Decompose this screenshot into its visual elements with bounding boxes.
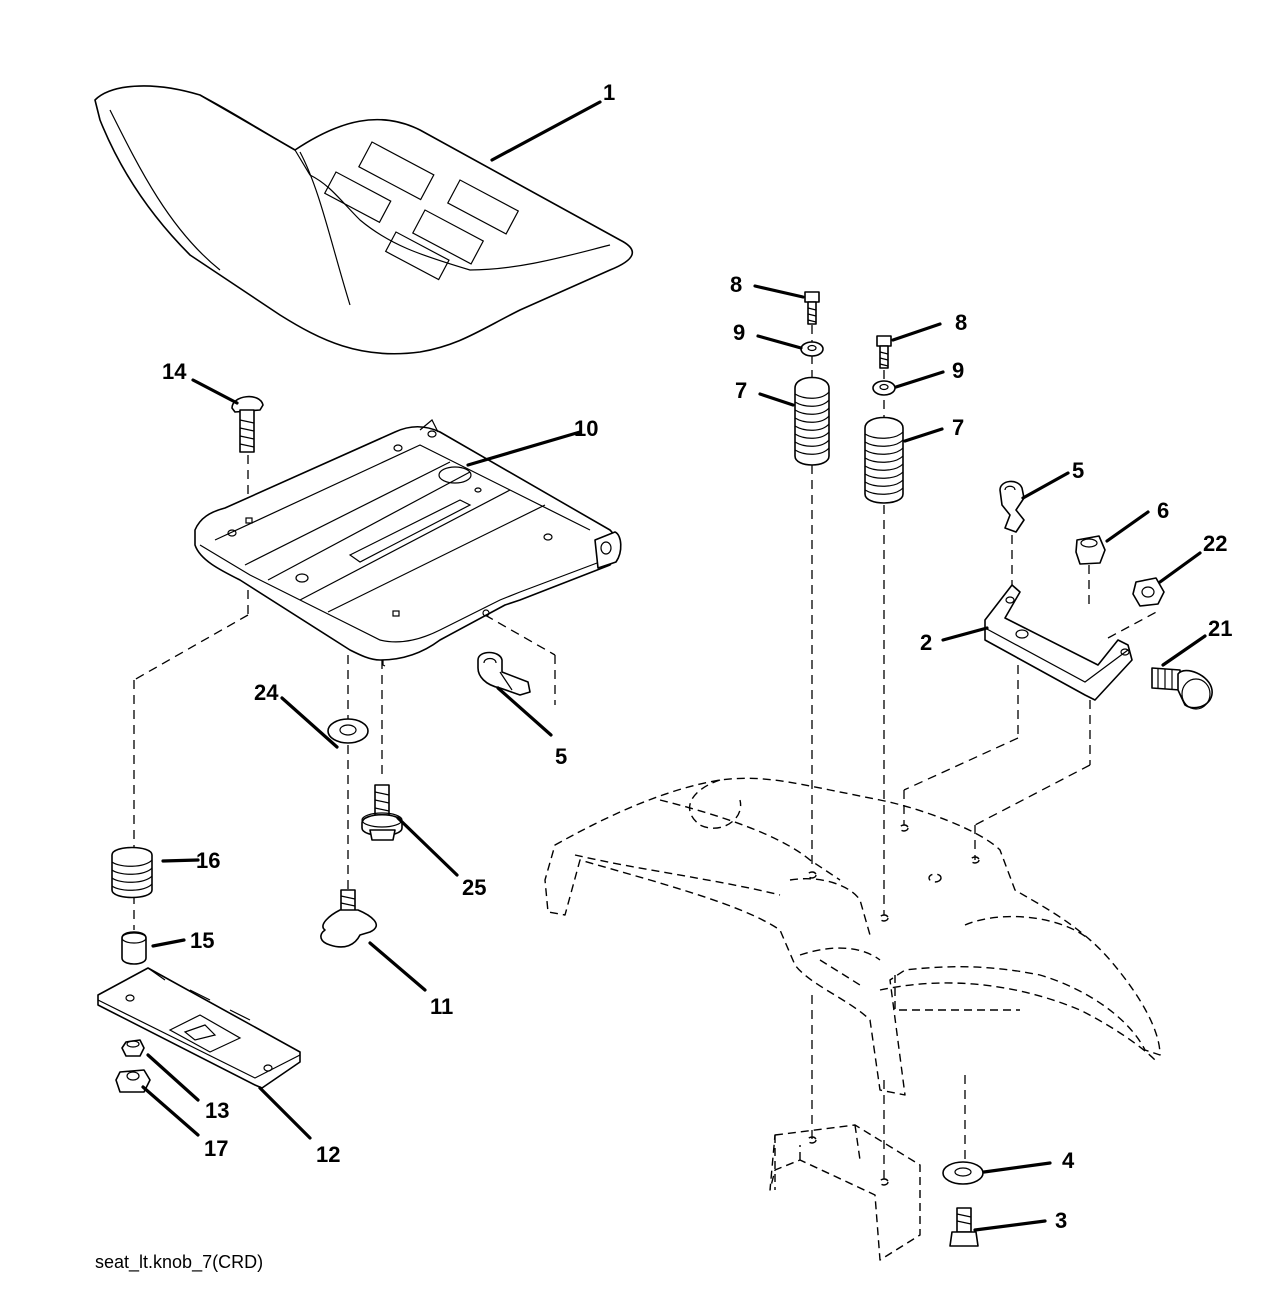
- seat-pan: [194, 419, 622, 667]
- callout-8-right: 8: [955, 310, 967, 335]
- tractor-body-outline: [544, 777, 1161, 1261]
- bolt-8-left: [804, 291, 820, 325]
- callout-9-left: 9: [733, 320, 745, 345]
- washer-9-right: [872, 380, 896, 396]
- washer-4: [942, 1161, 984, 1185]
- diagram-caption: seat_lt.knob_7(CRD): [95, 1252, 263, 1273]
- spacer: [121, 931, 147, 965]
- spring-16: [111, 846, 153, 899]
- carriage-bolt: [231, 395, 264, 453]
- nut-6: [1075, 535, 1106, 565]
- washer-9-left: [800, 341, 824, 357]
- bolt-3: [949, 1207, 979, 1247]
- callout-numbers: 1 2 3 4 5 5 6 7 7 8 8 9 9 10 11 12 13 14…: [162, 80, 1232, 1233]
- bolt-25: [361, 784, 403, 841]
- callout-3: 3: [1055, 1208, 1067, 1233]
- callout-13: 13: [205, 1098, 229, 1123]
- callout-11: 11: [430, 994, 453, 1019]
- clip-5-right: [999, 480, 1025, 533]
- spring-7-right: [864, 416, 904, 504]
- callout-7-right: 7: [952, 415, 964, 440]
- clip-5-left: [477, 651, 531, 696]
- callout-14: 14: [162, 359, 187, 384]
- callout-8-left: 8: [730, 272, 742, 297]
- seat: [94, 85, 634, 355]
- spring-7-left: [794, 376, 830, 466]
- callout-5-right: 5: [1072, 458, 1084, 483]
- washer-24: [327, 718, 369, 744]
- bracket: [984, 584, 1133, 701]
- nut-13: [121, 1039, 145, 1057]
- callout-24: 24: [254, 680, 279, 705]
- callout-1: 1: [603, 80, 615, 105]
- callout-6: 6: [1157, 498, 1169, 523]
- callout-17: 17: [204, 1136, 228, 1161]
- callout-9-right: 9: [952, 358, 964, 383]
- callout-7-left: 7: [735, 378, 747, 403]
- knob: [320, 889, 377, 948]
- callout-25: 25: [462, 875, 486, 900]
- callout-22: 22: [1203, 531, 1227, 556]
- nut-22: [1132, 577, 1165, 607]
- alignment-lines: [133, 325, 1161, 1180]
- callout-15: 15: [190, 928, 214, 953]
- callout-5-left: 5: [555, 744, 567, 769]
- leader-lines: [141, 100, 1207, 1232]
- callout-4: 4: [1062, 1148, 1075, 1173]
- callout-10: 10: [574, 416, 598, 441]
- slide-plate: [97, 967, 301, 1089]
- callout-12: 12: [316, 1142, 340, 1167]
- callout-16: 16: [196, 848, 220, 873]
- callout-21: 21: [1208, 616, 1232, 641]
- bolt-8-right: [876, 335, 892, 369]
- callout-2: 2: [920, 630, 932, 655]
- bolt-21: [1151, 667, 1213, 710]
